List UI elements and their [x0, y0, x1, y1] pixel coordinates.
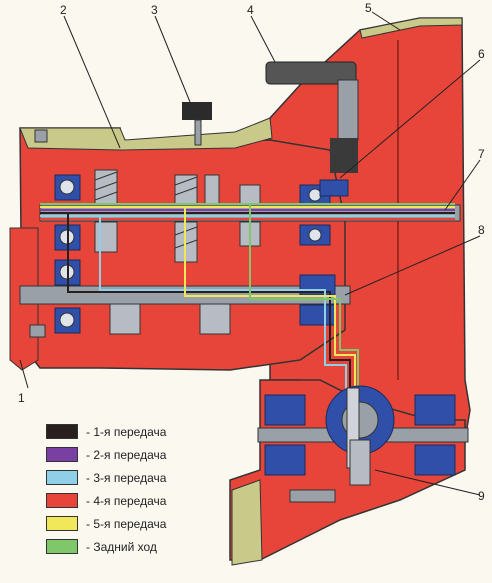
legend-swatch — [46, 424, 78, 439]
shift-lever — [182, 102, 212, 146]
callout-numbers: 1 2 3 4 5 6 7 8 9 — [18, 1, 485, 503]
legend-item: - 3-я передача — [46, 470, 166, 485]
callout-6: 6 — [478, 47, 485, 61]
legend-label: - 5-я передача — [86, 516, 167, 531]
legend-item: - 1-я передача — [46, 424, 166, 439]
legend-swatch — [46, 516, 78, 531]
callout-5: 5 — [365, 1, 372, 15]
callout-1: 1 — [18, 391, 25, 405]
legend-swatch — [46, 493, 78, 508]
gear-hatching — [94, 171, 198, 249]
callout-4: 4 — [247, 3, 254, 17]
fasteners — [29, 129, 336, 503]
legend-swatch — [46, 447, 78, 462]
clutch-fork — [265, 61, 359, 173]
legend-label: - 1-я передача — [86, 424, 167, 439]
legend-item: - 5-я передача — [46, 516, 166, 531]
legend-swatch — [46, 539, 78, 554]
legend-swatch — [46, 470, 78, 485]
lower-cover — [231, 479, 263, 566]
legend-item: - Задний ход — [46, 539, 166, 554]
housing-rim — [359, 17, 463, 39]
legend-label: - 4-я передача — [86, 493, 167, 508]
legend: - 1-я передача - 2-я передача - 3-я пере… — [46, 424, 166, 554]
callout-2: 2 — [60, 3, 67, 17]
callout-7: 7 — [478, 147, 485, 161]
callout-9: 9 — [478, 489, 485, 503]
legend-item: - 2-я передача — [46, 447, 166, 462]
top-cover — [19, 117, 273, 151]
legend-label: - 2-я передача — [86, 447, 167, 462]
legend-label: - Задний ход — [86, 539, 157, 554]
release-bearing — [319, 179, 349, 197]
callout-leaders — [19, 11, 481, 496]
callout-3: 3 — [151, 3, 158, 17]
legend-item: - 4-я передача — [46, 493, 166, 508]
legend-label: - 3-я передача — [86, 470, 167, 485]
differential — [325, 385, 395, 486]
power-flow-lines — [40, 203, 455, 440]
callout-8: 8 — [478, 223, 485, 237]
